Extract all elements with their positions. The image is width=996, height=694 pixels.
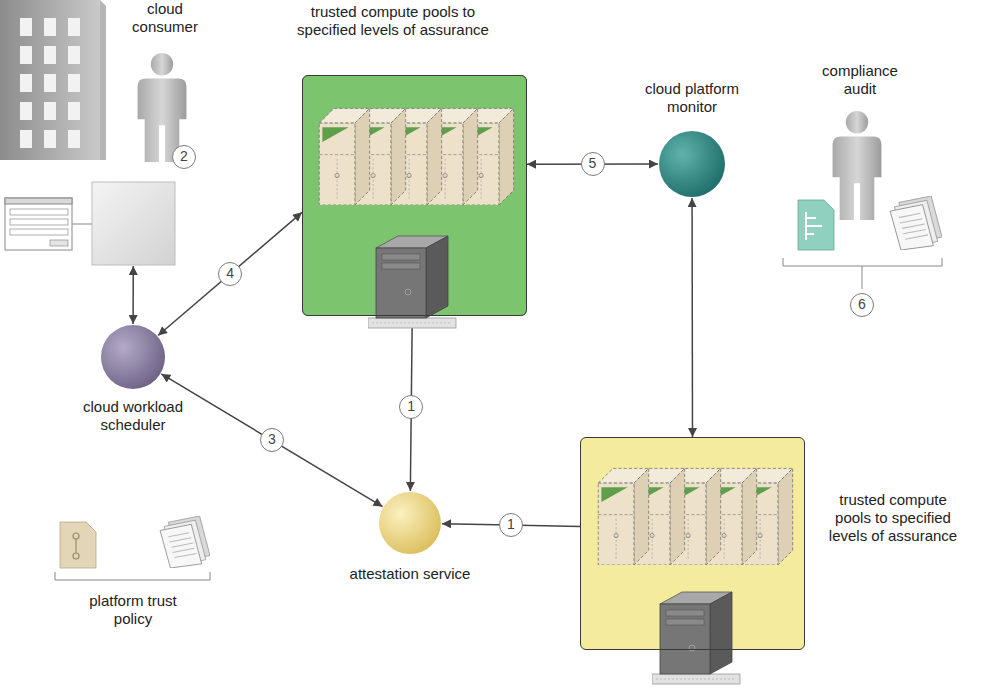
callout-number: 1 <box>399 395 423 419</box>
circle-outline <box>378 491 442 555</box>
node-label: trusted compute pools to specified level… <box>271 3 515 39</box>
circle-outline <box>100 324 166 390</box>
role-label: compliance audit <box>810 62 910 98</box>
compute-pool: trusted compute pools to specified level… <box>302 75 527 316</box>
consumer-group: cloud consumer <box>0 0 205 266</box>
connector-arrow <box>161 374 382 507</box>
callout-number: 6 <box>850 293 874 317</box>
connector-arrow <box>132 266 134 324</box>
callout-number: 5 <box>581 152 605 176</box>
callout-number: 4 <box>218 262 242 286</box>
node-label: cloud platform monitor <box>622 80 762 116</box>
scheduler-circle: cloud workload scheduler <box>100 324 166 390</box>
attestation-circle: attestation service <box>378 491 442 555</box>
connector-arrow <box>158 212 302 335</box>
callout-number: 3 <box>260 428 284 452</box>
node-label: attestation service <box>340 565 480 583</box>
node-label: cloud workload scheduler <box>63 398 203 434</box>
node-circle <box>659 131 725 197</box>
node-label: cloud consumer <box>118 0 212 36</box>
connector-arrow <box>691 198 693 437</box>
policy-label: platform trust policy <box>85 592 181 628</box>
node-circle <box>101 325 165 389</box>
callout-number: 2 <box>172 145 196 169</box>
node-label: trusted compute pools to specified level… <box>813 491 973 545</box>
compute-pool: trusted compute pools to specified level… <box>580 437 805 650</box>
callout-number: 1 <box>499 513 523 537</box>
node-circle <box>379 492 441 554</box>
monitor-circle: cloud platform monitor <box>658 130 726 198</box>
circle-outline <box>658 130 726 198</box>
